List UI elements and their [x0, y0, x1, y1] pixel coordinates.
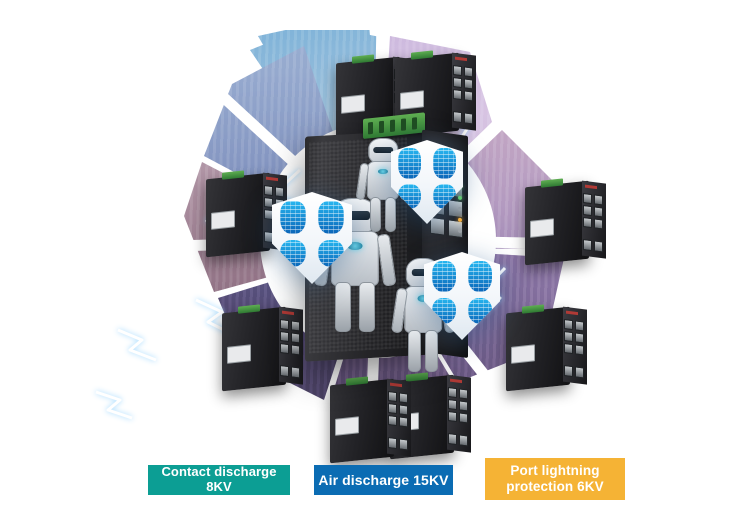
shield-binary-panel	[431, 260, 456, 293]
shield-binary-panel	[280, 239, 306, 268]
robot-leg-left	[335, 282, 352, 332]
rj45-port-bank	[564, 318, 584, 356]
rj45-port-bank-lower	[280, 364, 300, 379]
label-contact-discharge: Contact discharge 8KV	[148, 464, 290, 495]
terminal-block	[238, 304, 260, 314]
feature-label-row: Contact discharge 8KV Air discharge 15KV…	[0, 450, 750, 510]
rj45-port-bank-lower	[453, 110, 473, 125]
robot-leg-right	[384, 196, 396, 232]
rj45-port-bank	[453, 64, 473, 102]
product-switch-right-lower	[506, 304, 587, 392]
shield-binary-panel	[318, 201, 344, 235]
shield-binary-panel	[468, 260, 493, 293]
robot-leg-left	[407, 329, 421, 372]
terminal-block	[522, 304, 544, 314]
product-label	[341, 94, 365, 114]
shield-body	[424, 252, 500, 340]
label-air-discharge: Air discharge 15KV	[314, 465, 453, 495]
rj45-port-bank	[583, 192, 603, 230]
rj45-port-bank-lower	[448, 432, 468, 447]
product-label	[530, 218, 554, 238]
rj45-port-bank	[388, 390, 408, 428]
terminal-block	[346, 376, 368, 386]
shield-binary-panel	[398, 148, 422, 179]
robot-leg-left	[370, 196, 382, 232]
rj45-port-bank-lower	[564, 364, 584, 379]
shield-body	[272, 192, 352, 284]
robot-core-light	[417, 295, 429, 303]
robot-core-light	[347, 241, 363, 250]
shield-body	[391, 140, 463, 224]
terminal-block	[541, 178, 563, 188]
terminal-block	[222, 170, 244, 180]
shield-binary-panel	[431, 297, 456, 325]
robot-leg-right	[425, 329, 439, 372]
shield-binary-bottom	[424, 252, 500, 340]
rj45-port-bank	[280, 318, 300, 356]
product-switch-right-upper	[525, 178, 606, 266]
rj45-port-bank-lower	[388, 436, 408, 451]
label-port-lightning-protection: Port lightning protection 6KV	[485, 458, 625, 500]
terminal-block	[352, 54, 374, 64]
product-label	[511, 344, 535, 364]
terminal-block	[406, 372, 428, 382]
robot-visor	[373, 147, 393, 154]
shield-binary-panel	[398, 183, 422, 209]
product-switch-left-upper	[206, 170, 287, 258]
product-label	[335, 416, 359, 436]
robot-leg-right	[358, 282, 375, 332]
shield-binary-panel	[468, 297, 493, 325]
product-label	[227, 344, 251, 364]
shield-binary-panel	[432, 183, 456, 209]
robot-torso	[366, 161, 400, 200]
shield-binary-panel	[318, 239, 344, 268]
product-label	[400, 90, 424, 110]
product-label	[211, 210, 235, 230]
spare-led	[458, 228, 462, 234]
shield-binary-top	[391, 140, 463, 224]
rj45-port-bank-lower	[583, 238, 603, 253]
rj45-port-bank	[448, 386, 468, 424]
shield-binary-left	[272, 192, 352, 284]
robot-visor	[411, 268, 435, 277]
shield-binary-panel	[280, 201, 306, 235]
robot-visor	[339, 210, 371, 220]
shield-binary-panel	[432, 148, 456, 179]
robot-guard-top	[355, 138, 411, 232]
product-switch-left-lower	[222, 304, 303, 392]
terminal-block	[411, 50, 433, 60]
robot-core-light	[378, 168, 388, 175]
